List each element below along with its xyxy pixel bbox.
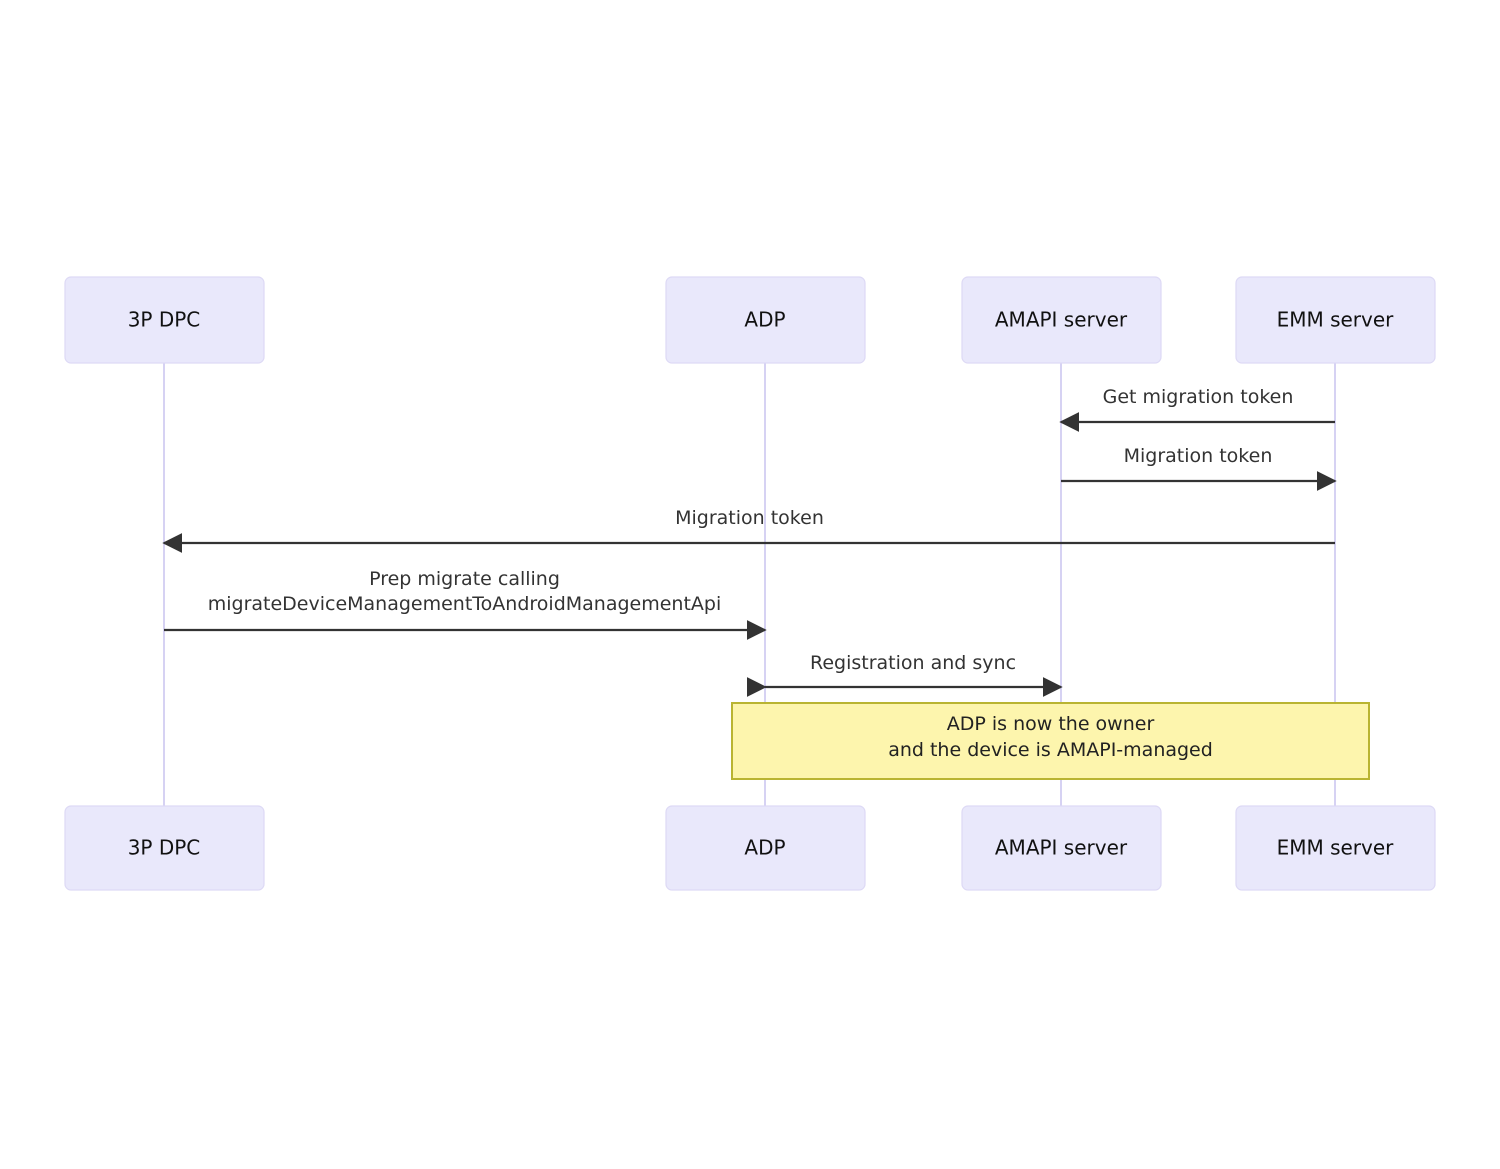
- actor-dpc-bottom[interactable]: 3P DPC: [64, 805, 265, 891]
- actor-box-amapi-top[interactable]: [961, 276, 1162, 364]
- actor-amapi-bottom[interactable]: AMAPI server: [961, 805, 1162, 891]
- actor-label-adp-top: ADP: [744, 308, 785, 332]
- note-box-n1: [731, 702, 1370, 780]
- actor-label-amapi-top: AMAPI server: [995, 308, 1128, 332]
- actor-label-amapi-bottom: AMAPI server: [995, 836, 1128, 860]
- actor-emm-top[interactable]: EMM server: [1235, 276, 1436, 364]
- actor-label-adp-bottom: ADP: [744, 836, 785, 860]
- actor-label-dpc-bottom: 3P DPC: [128, 836, 201, 860]
- actor-amapi-top[interactable]: AMAPI server: [961, 276, 1162, 364]
- note-label-n1-line1: ADP is now the owner: [947, 713, 1155, 735]
- actor-emm-bottom[interactable]: EMM server: [1235, 805, 1436, 891]
- actor-box-adp-top[interactable]: [665, 276, 866, 364]
- actor-box-emm-bottom[interactable]: [1235, 805, 1436, 891]
- actor-box-dpc-bottom[interactable]: [64, 805, 265, 891]
- actor-box-emm-top[interactable]: [1235, 276, 1436, 364]
- notes-group: ADP is now the owner and the device is AM…: [731, 702, 1370, 780]
- message-label-m4-line1: Prep migrate calling: [369, 568, 560, 590]
- actor-box-dpc-top[interactable]: [64, 276, 265, 364]
- message-m4: Prep migrate calling migrateDeviceManagem…: [164, 568, 767, 640]
- message-m5: Registration and sync: [746, 652, 1063, 697]
- message-label-m1-line1: Get migration token: [1103, 386, 1294, 408]
- message-m2: Migration token: [1061, 445, 1337, 491]
- actor-adp-top[interactable]: ADP: [665, 276, 866, 364]
- actors-top-group: 3P DPC ADP AMAPI server EMM server: [64, 276, 1436, 364]
- actors-bottom-group: 3P DPC ADP AMAPI server EMM server: [64, 805, 1436, 891]
- actor-dpc-top[interactable]: 3P DPC: [64, 276, 265, 364]
- note-n1: ADP is now the owner and the device is AM…: [731, 702, 1370, 780]
- actor-label-emm-top: EMM server: [1277, 308, 1395, 332]
- message-label-m2-line1: Migration token: [1124, 445, 1273, 467]
- message-label-m5-line1: Registration and sync: [810, 652, 1016, 674]
- note-label-n1-line2: and the device is AMAPI-managed: [888, 739, 1213, 761]
- actor-adp-bottom[interactable]: ADP: [665, 805, 866, 891]
- message-label-m4-line2: migrateDeviceManagementToAndroidManageme…: [208, 593, 722, 615]
- message-label-m3-line1: Migration token: [675, 507, 824, 529]
- actor-box-adp-bottom[interactable]: [665, 805, 866, 891]
- actor-label-emm-bottom: EMM server: [1277, 836, 1395, 860]
- actor-box-amapi-bottom[interactable]: [961, 805, 1162, 891]
- message-m1: Get migration token: [1059, 386, 1335, 432]
- actor-label-dpc-top: 3P DPC: [128, 308, 201, 332]
- message-m3: Migration token: [162, 507, 1335, 553]
